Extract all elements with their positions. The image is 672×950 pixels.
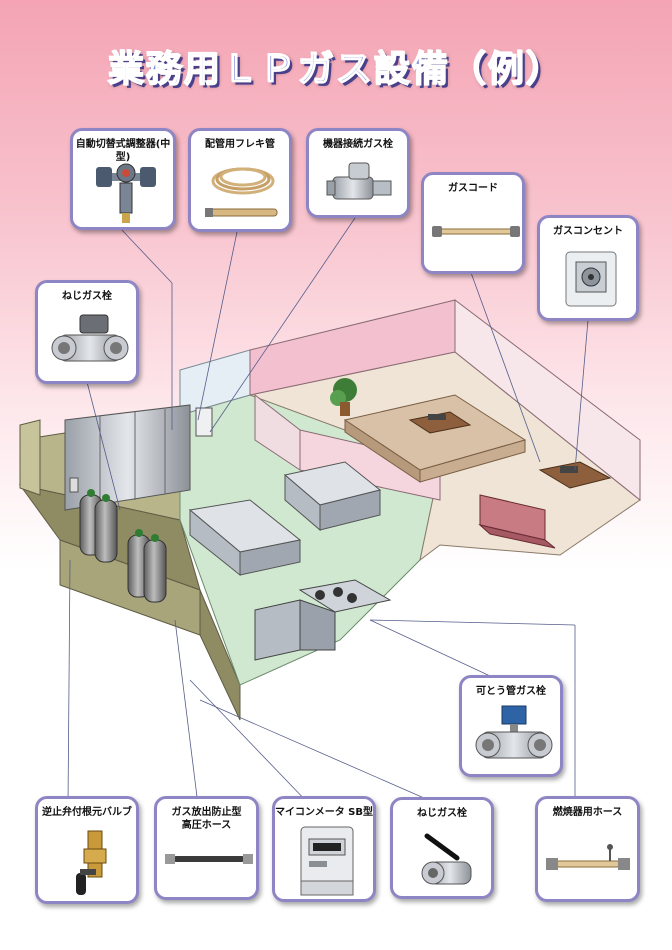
refrigerator [64,404,191,511]
flexible-valve-icon [475,705,553,759]
hp-hose-label-line1: ガス放出防止型 [171,807,242,818]
gas-range [298,579,392,613]
gas-outlet-label: ガスコンセント [553,226,623,237]
auto-regulator-label: 自動切替式調整器(中型) [75,139,171,163]
leader-lines [67,214,589,806]
flex-pipe-icon [205,167,278,217]
card-flexible-valve: 可とう管ガス栓 [459,675,563,777]
card-auto-regulator: 自動切替式調整器(中型) [70,128,176,230]
flexible-valve-label: 可とう管ガス栓 [476,686,546,697]
water-heater [195,407,213,437]
card-flex-pipe: 配管用フレキ管 [188,128,292,232]
screw-valve-bottom-label: ねじガス栓 [417,808,467,819]
card-appliance-valve: 機器接続ガス栓 [306,128,410,218]
burner-hose-label: 燃焼器用ホース [552,807,623,818]
hp-hose-label: ガス放出防止型 高圧ホース [157,806,256,832]
dining-right-wall [454,298,641,502]
card-check-valve: 逆止弁付根元バルブ [35,796,139,904]
gas-meter-icon [300,826,354,896]
appliance-valve-icon [326,162,392,200]
card-hp-hose: ガス放出防止型 高圧ホース [154,796,259,900]
card-screw-valve-bottom: ねじガス栓 [390,797,494,899]
screw-valve-top-label: ねじガス栓 [62,291,112,302]
page-title: 業務用ＬＰガス設備（例） [107,48,564,91]
flex-pipe-label: 配管用フレキ管 [205,139,275,150]
gas-cord-label: ガスコード [448,183,498,194]
dining-table [538,461,612,489]
gas-outlet-icon [565,251,617,307]
lp-gas-cylinders [79,489,167,603]
front-olive-wall-right [199,589,241,721]
check-valve-icon [76,830,107,895]
card-micom-meter: マイコンメータ SB型 [272,796,376,902]
ball-valve-icon [421,833,472,885]
card-screw-valve-top: ねじガス栓 [35,280,139,384]
hose-icon [165,854,253,864]
burner-hose-icon [546,844,630,870]
appliance-valve-label: 機器接続ガス栓 [323,139,393,150]
micom-meter-label: マイコンメータ SB型 [275,807,374,818]
gas-cord-icon [432,226,520,237]
regulator-icon [96,163,156,223]
card-gas-outlet: ガスコンセント [537,215,639,321]
card-burner-hose: 燃焼器用ホース [535,796,640,902]
hp-hose-label-line2: 高圧ホース [181,820,232,831]
card-gas-cord: ガスコード [421,172,525,274]
check-valve-label: 逆止弁付根元バルブ [42,807,132,818]
screw-valve-icon [51,314,129,362]
